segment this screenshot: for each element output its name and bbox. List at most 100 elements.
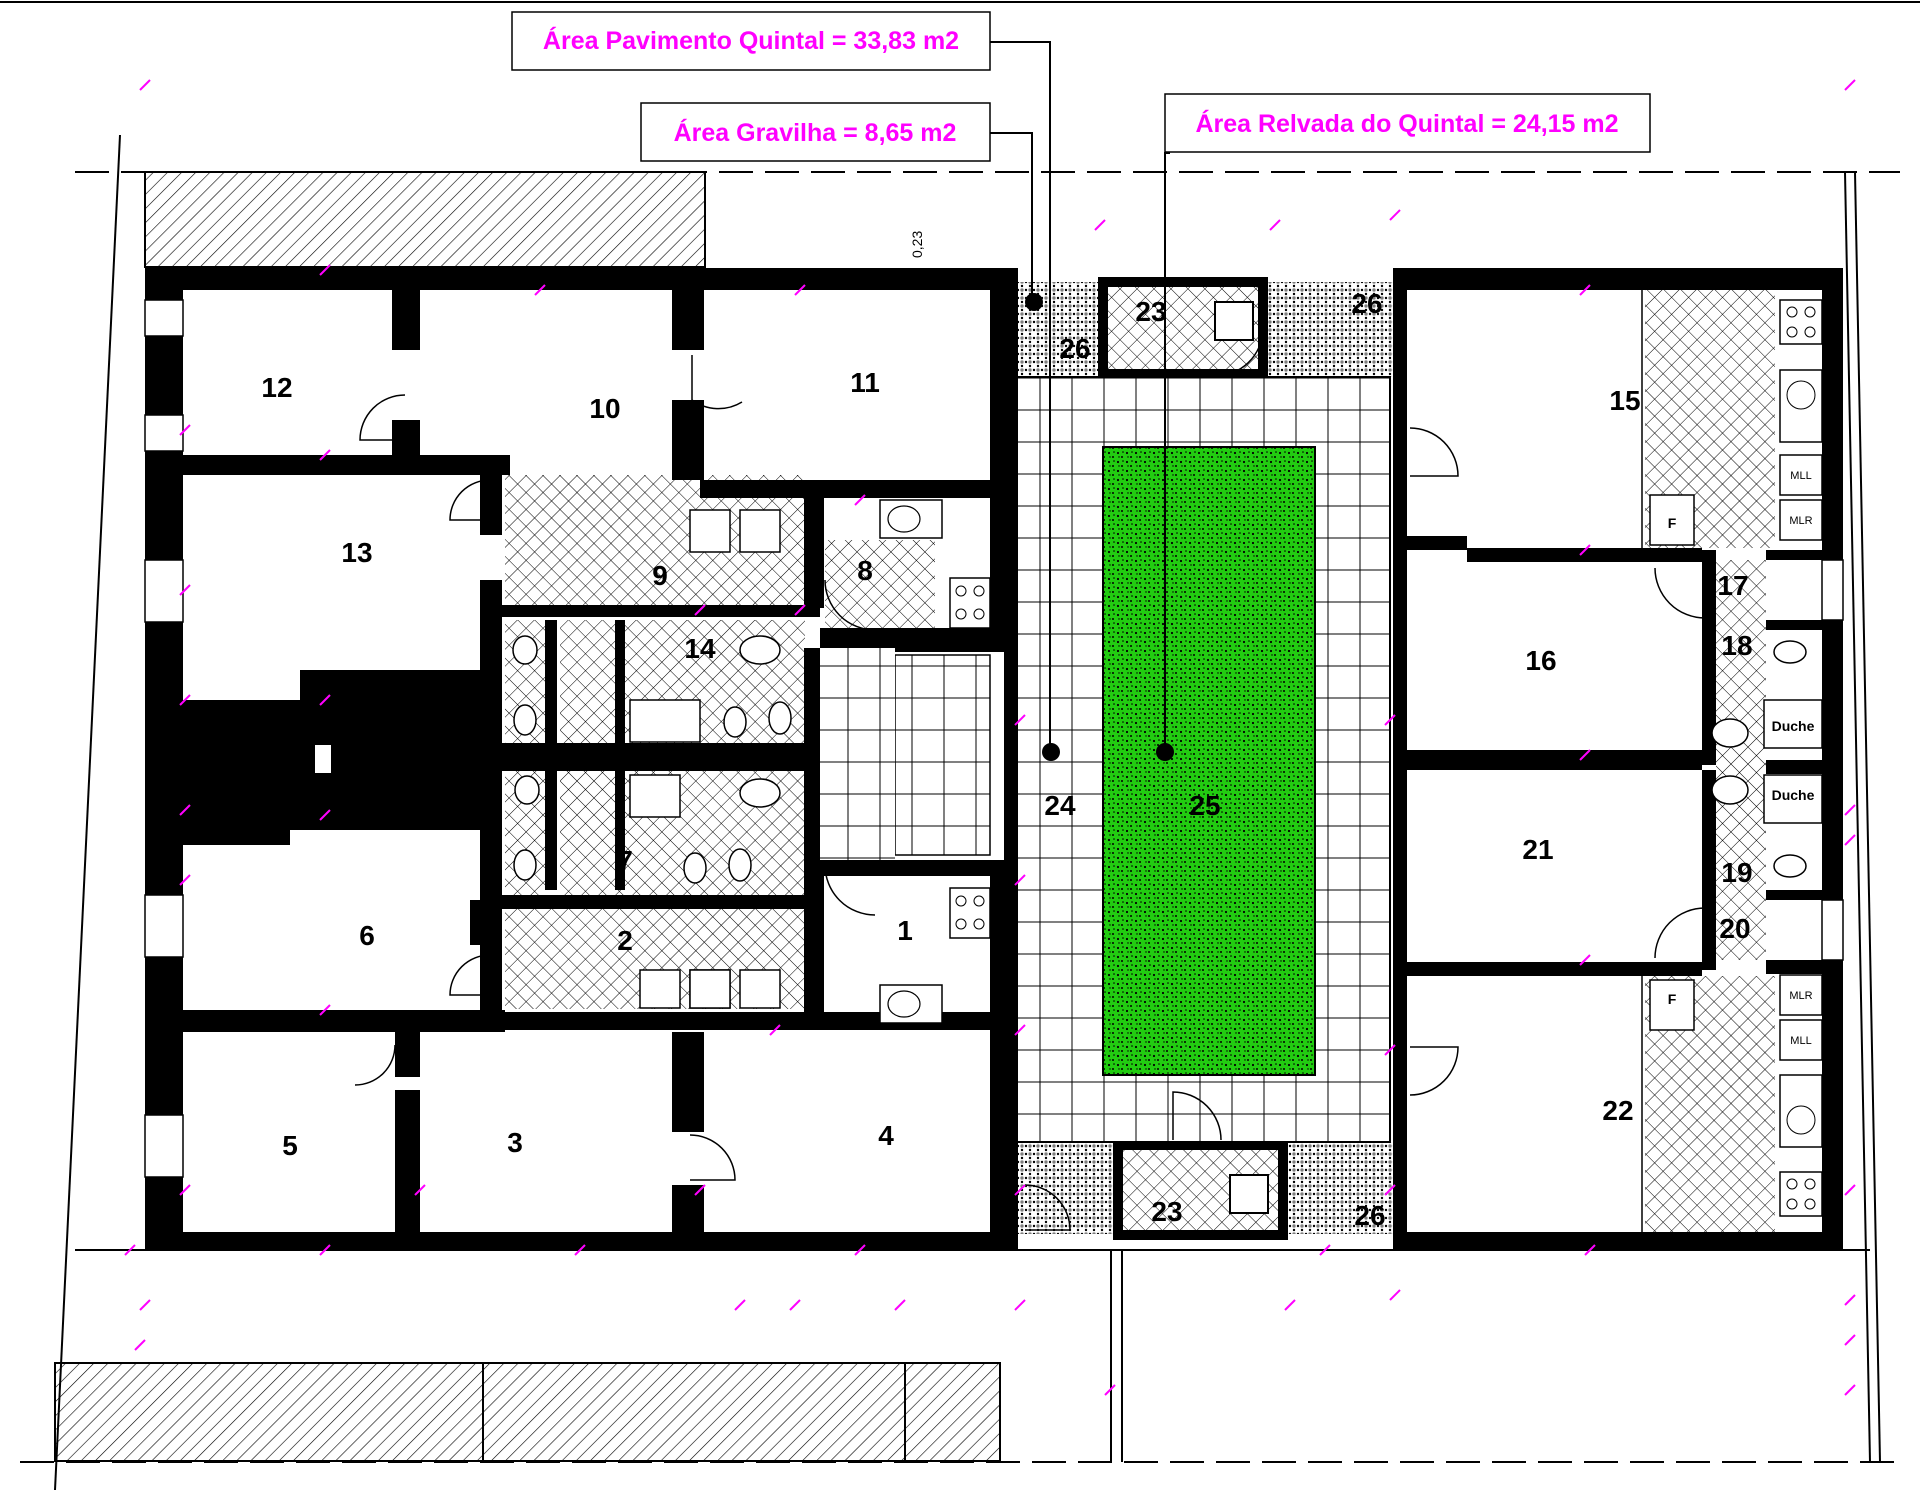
tick-mark (1014, 1184, 1026, 1196)
annotation-pavimento: Área Pavimento Quintal = 33,83 m2 (543, 26, 959, 55)
washbasin-wc-b-icon (514, 775, 540, 805)
shower-tray-7 (629, 774, 681, 818)
tick-mark (1844, 834, 1856, 846)
toilet-18-icon (1773, 640, 1807, 664)
door-23-top (1214, 329, 1264, 377)
tick-mark (179, 584, 191, 596)
wall-v-16-bath (1702, 550, 1716, 765)
label-fridge-22: F (1668, 991, 1677, 1007)
wall-h-13-top (145, 455, 510, 475)
hatched-neighbor-top (144, 171, 706, 268)
door-23-bottom (1172, 1091, 1222, 1141)
door-12 (359, 394, 406, 441)
toilet-19-icon (1773, 854, 1807, 878)
door-1 (824, 864, 876, 916)
washbasin-18-icon (1711, 718, 1749, 748)
room-label-21: 21 (1522, 834, 1553, 865)
washer-mlr-15-icon (1779, 499, 1823, 541)
wall-right (1822, 268, 1843, 1250)
wall-h-15-16-a (1407, 536, 1467, 550)
wall-h-4-top (400, 1012, 1000, 1030)
wall-v-12-10-b (392, 420, 420, 455)
wall-h-1-top (820, 860, 1005, 876)
washer-mlr-22-icon (1779, 974, 1823, 1016)
wall-bottom-left (145, 1232, 1015, 1250)
room-label-5: 5 (282, 1130, 298, 1161)
pavement-passage (894, 654, 991, 856)
pavement-passage-2 (820, 648, 895, 860)
shower-19-icon (1763, 774, 1823, 824)
room-label-26-c: 26 (1354, 1200, 1385, 1231)
wall-h-15-16 (1467, 548, 1702, 562)
room-label-16: 16 (1525, 645, 1556, 676)
label-mll-22: MLL (1790, 1035, 1811, 1047)
tick-mark (319, 1004, 331, 1016)
label-mlr-15: MLR (1789, 515, 1812, 527)
washer-mll-22-icon (1779, 1019, 1823, 1061)
room-label-24: 24 (1044, 790, 1076, 821)
room-label-9: 9 (652, 560, 668, 591)
tick-mark (1844, 79, 1856, 91)
washer-mll-15-icon (1779, 454, 1823, 496)
room-label-1: 1 (897, 915, 913, 946)
bidet-7-icon (728, 848, 752, 882)
leader-pavimento (990, 41, 1051, 752)
wall-h-22 (1766, 960, 1826, 974)
annotation-box-gravilha (640, 102, 991, 162)
tick-mark (179, 874, 191, 886)
wall-v-3-4-a (672, 1032, 704, 1132)
wall-bottom-right (1395, 1232, 1843, 1250)
room-label-20: 20 (1719, 913, 1750, 944)
tick-mark (1844, 1184, 1856, 1196)
tick-mark (1844, 1384, 1856, 1396)
tick-mark (1384, 714, 1396, 726)
room-label-26-a: 26 (1059, 333, 1090, 364)
wall-top-left (145, 268, 1015, 290)
tick-mark (794, 284, 806, 296)
room-label-23-bottom: 23 (1151, 1196, 1182, 1227)
label-duche-18: Duche (1772, 718, 1815, 734)
annotation-gravilha: Área Gravilha = 8,65 m2 (674, 118, 957, 147)
room-label-6: 6 (359, 920, 375, 951)
tick-mark (1014, 1299, 1026, 1311)
tick-mark (789, 1299, 801, 1311)
wall-v-2-1 (804, 876, 824, 1016)
tick-mark (139, 79, 151, 91)
tick-mark (319, 264, 331, 276)
tick-mark (1844, 804, 1856, 816)
tick-mark (854, 494, 866, 506)
boundary-right-a (1844, 171, 1871, 1463)
tick-mark (1104, 1384, 1116, 1396)
annotation-box-pavimento (511, 11, 991, 71)
sink-22-icon (1779, 1074, 1823, 1148)
wall-v-12-10-a (392, 290, 420, 350)
washbasin-7-icon (739, 778, 781, 808)
stove-8-icon (949, 577, 991, 629)
tick-mark (734, 1299, 746, 1311)
wall-v-5-3-a (395, 1032, 420, 1077)
wall-h-16-21 (1407, 750, 1702, 770)
floor-room-8 (825, 540, 935, 635)
wall-courtyard-right (1393, 268, 1407, 1250)
wall-v-10-11-a (672, 290, 704, 350)
door-22 (1409, 1046, 1459, 1096)
room-label-26-b: 26 (1351, 288, 1382, 319)
wall-v-13-9-a (480, 475, 502, 535)
sink-15-icon (1779, 369, 1823, 443)
lawn-25 (1102, 446, 1316, 1076)
wall-h-9-bottom (500, 605, 820, 617)
tick-mark (1269, 219, 1281, 231)
bidet-14-icon (768, 701, 792, 735)
hatched-neighbor-bottom (54, 1362, 1001, 1462)
tick-mark (179, 1184, 191, 1196)
sink-1-icon (879, 984, 943, 1024)
tick-mark (1384, 1044, 1396, 1056)
label-mlr-22: MLR (1789, 990, 1812, 1002)
stove-1-icon (949, 887, 991, 939)
wall-top-right (1395, 268, 1843, 290)
tick-mark (319, 449, 331, 461)
tick-mark (1579, 284, 1591, 296)
tick-mark (1014, 874, 1026, 886)
wall-h-18 (1766, 620, 1826, 630)
wall-v-7-a (545, 770, 557, 890)
